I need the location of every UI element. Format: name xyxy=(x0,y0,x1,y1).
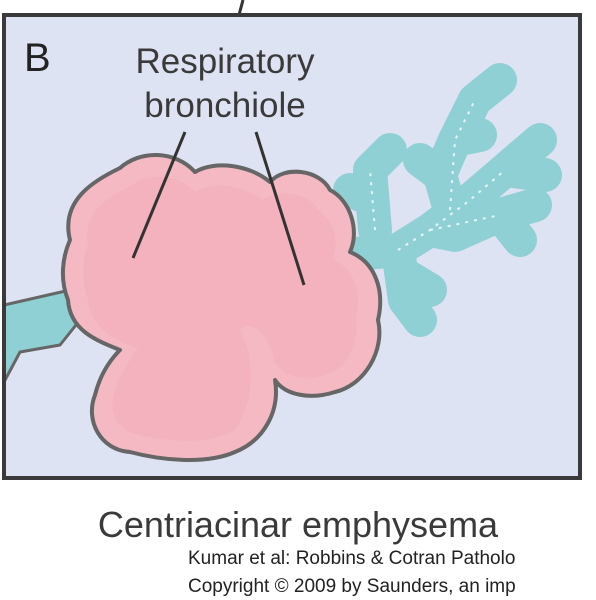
label-line-2: bronchiole xyxy=(144,86,306,125)
figure-caption: Centriacinar emphysema xyxy=(97,504,499,545)
source-credit-line-1: Kumar et al: Robbins & Cotran Patholo xyxy=(188,548,516,569)
leader-line-left xyxy=(131,131,187,259)
label-line-1: Respiratory xyxy=(135,42,315,81)
emphysema-spaces-pink xyxy=(61,153,383,462)
panel-letter: B xyxy=(24,36,51,80)
leader-line-right xyxy=(254,131,306,286)
top-connector-line xyxy=(237,0,245,16)
panel-frame xyxy=(2,13,582,480)
distal-airway-teal-fill xyxy=(328,63,562,337)
respiratory-bronchiole-label: Respiratory bronchiole xyxy=(110,40,340,128)
source-credit-line-2: Copyright © 2009 by Saunders, an imp xyxy=(188,576,516,597)
